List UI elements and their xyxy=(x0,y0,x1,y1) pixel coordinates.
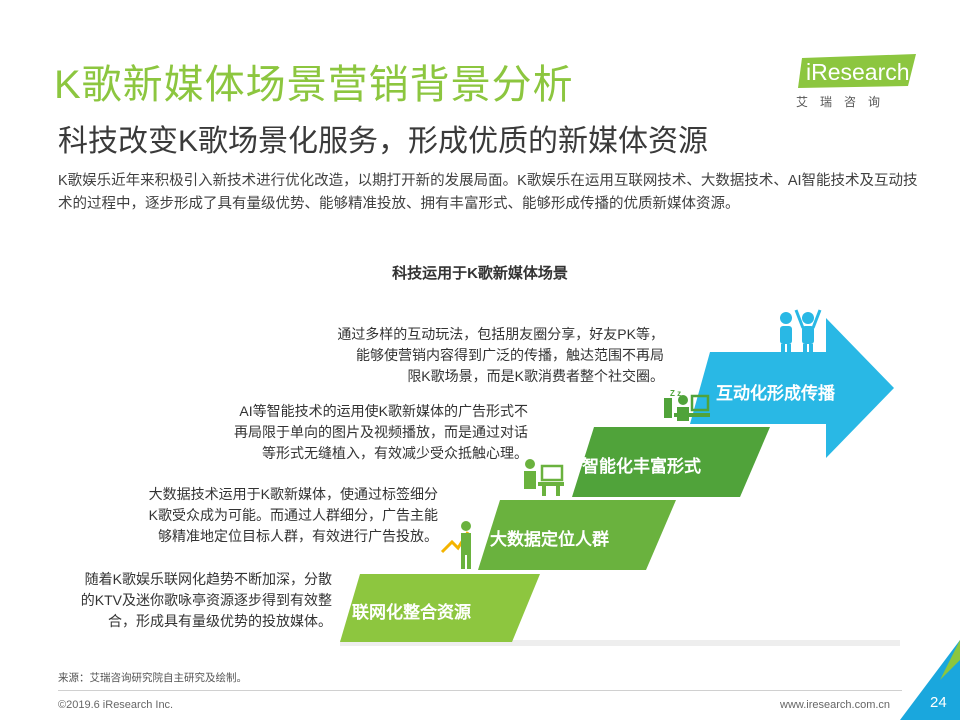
logo-subtitle: 艾瑞咨询 xyxy=(796,95,893,109)
step-3-description: AI等智能技术的运用使K歌新媒体的广告形式不 再局限于单向的图片及视频播放，而是… xyxy=(234,401,528,464)
step-1-label: 联网化整合资源 xyxy=(352,603,471,622)
step-2-desc-line: K歌受众成为可能。而通过人群细分，广告主能 xyxy=(148,507,438,523)
iresearch-logo: iResearch xyxy=(796,52,918,97)
chart-figure-icon xyxy=(440,521,471,569)
step-3-label: 智能化丰富形式 xyxy=(582,457,701,476)
logo-word-text: iResearch xyxy=(806,59,910,85)
data-analyst-icon xyxy=(524,459,564,496)
step-3-desc-line: 等形式无缝植入，有效减少受众抵触心理。 xyxy=(262,445,528,461)
svg-text:Z z: Z z xyxy=(670,389,681,398)
base-shadow xyxy=(340,640,900,646)
step-2-desc-line: 够精准地定位目标人群，有效进行广告投放。 xyxy=(158,528,438,544)
page-title: K歌新媒体场景营销背景分析 xyxy=(54,63,574,107)
copyright: ©2019.6 iResearch Inc. xyxy=(58,699,174,711)
step-2-bar xyxy=(478,500,676,570)
step-1-desc-line: 随着K歌娱乐联网化趋势不断加深，分散 xyxy=(84,571,332,587)
corner-decoration xyxy=(900,640,960,720)
step-4-description: 通过多样的互动玩法，包括朋友圈分享，好友PK等， 能够使营销内容得到广泛的传播，… xyxy=(337,324,664,387)
step-4-desc-line: 能够使营销内容得到广泛的传播，触达范围不再局 xyxy=(356,347,664,363)
step-1-description: 随着K歌娱乐联网化趋势不断加深，分散 的KTV及迷你歌咏亭资源逐步得到有效整 合… xyxy=(81,569,332,632)
step-1-desc-line: 合，形成具有量级优势的投放媒体。 xyxy=(108,613,332,629)
page-subtitle: 科技改变K歌场景化服务，形成优质的新媒体资源 xyxy=(58,125,709,158)
website-link[interactable]: www.iresearch.com.cn xyxy=(780,699,891,711)
step-2-label: 大数据定位人群 xyxy=(490,530,609,549)
step-2-desc-line: 大数据技术运用于K歌新媒体，使通过标签细分 xyxy=(148,486,438,502)
step-1-desc-line: 的KTV及迷你歌咏亭资源逐步得到有效整 xyxy=(80,592,332,608)
step-4-desc-line: 通过多样的互动玩法，包括朋友圈分享，好友PK等， xyxy=(337,326,664,342)
step-4-desc-line: 限K歌场景，而是K歌消费者整个社交圈。 xyxy=(407,368,664,384)
robot-worker-icon: Z z xyxy=(664,389,710,421)
step-2-description: 大数据技术运用于K歌新媒体，使通过标签细分 K歌受众成为可能。而通过人群细分，广… xyxy=(149,484,438,547)
step-1-bar xyxy=(340,574,540,642)
diagram-title: 科技运用于K歌新媒体场景 xyxy=(392,265,568,282)
step-4-arrow xyxy=(690,318,894,458)
step-3-desc-line: 再局限于单向的图片及视频播放，而是通过对话 xyxy=(234,424,528,440)
step-3-desc-line: AI等智能技术的运用使K歌新媒体的广告形式不 xyxy=(239,403,528,419)
page-number: 24 xyxy=(930,694,947,711)
step-3-bar xyxy=(572,427,770,497)
intro-paragraph: K歌娱乐近年来积极引入新技术进行优化改造，以期打开新的发展局面。K歌娱乐在运用互… xyxy=(58,173,918,212)
source-note: 来源：艾瑞咨询研究院自主研究及绘制。 xyxy=(58,672,247,684)
people-cheering-icon xyxy=(780,309,822,352)
logo-badge: iResearch xyxy=(798,54,916,88)
step-4-label: 互动化形成传播 xyxy=(716,384,835,403)
footer-divider xyxy=(58,690,902,691)
